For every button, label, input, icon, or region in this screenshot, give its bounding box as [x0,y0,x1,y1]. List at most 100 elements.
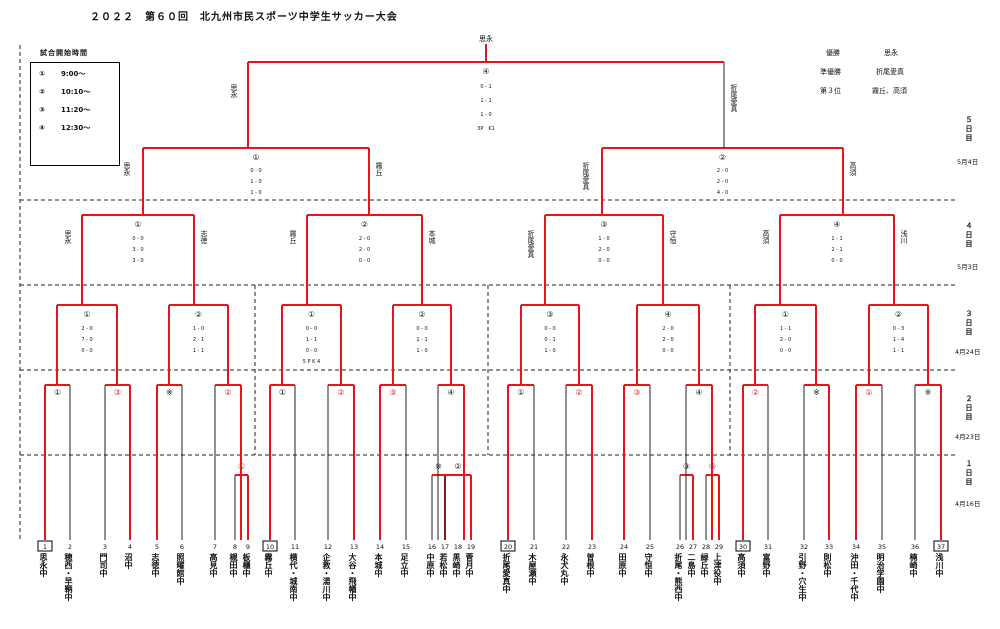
team-name: 照曜館中 [176,553,185,585]
team-name-wrap: 明治学園中 [876,553,885,593]
quarter-left-team-wrap: 霧丘 [289,230,297,244]
day-date: 5月4日 [957,158,979,166]
team-name: 守恒中 [644,553,653,577]
team-number: 24 [620,543,628,551]
round2-mark: ① [865,388,872,397]
round2-mark: ④ [447,388,454,397]
round2-mark: ③ [633,388,640,397]
team-name: 緑丘中 [700,553,709,577]
team-name: 沼中 [124,553,133,569]
semi-left-team-wrap: 思永 [123,162,131,176]
quarter-left-team: 折尾愛真 [527,230,535,258]
team-number: 33 [825,543,833,551]
round3-score: 1 - 1 [306,337,317,343]
semi-score: 2 - 0 [717,179,728,185]
team-name-wrap: 中原中 [426,553,435,577]
team-number: 11 [291,543,299,551]
team-name-wrap: 浅川中 [935,553,944,577]
team-name-wrap: 霧丘中 [264,553,273,577]
round3-mark: ② [895,310,902,319]
team-name-wrap: 足立中 [400,553,409,577]
team-name-wrap: 大谷・飛幡中 [348,553,357,601]
team-name-wrap: 思永中 [39,553,48,577]
team-number: 37 [937,543,945,551]
quarter-left-team: 霧丘 [289,230,297,244]
round3-mark: ① [308,310,315,319]
team-name-wrap: 二島中 [687,553,696,577]
team-name-wrap: 田原中 [618,553,627,577]
team-name: 黒崎中 [452,553,461,577]
team-name: 若松中 [439,553,448,577]
quarter-right-team: 志徳 [200,230,208,244]
team-number: 30 [739,543,747,551]
team-name-wrap: 若松中 [439,553,448,577]
team-number: 2 [68,543,72,551]
team-number: 34 [852,543,860,551]
round3-score: 0 - 0 [81,348,92,354]
team-number: 23 [588,543,596,551]
round3-score: 2 - 1 [193,337,204,343]
round2-mark: ※ [925,388,932,397]
result-value: 思永 [884,49,898,57]
team-number: 12 [324,543,332,551]
round2-mark: ③ [114,388,121,397]
team-name: 霧丘中 [264,553,273,577]
result-value: 霧丘、高須 [872,87,907,95]
round3-score: 1 - 0 [193,326,204,332]
result-label: 第３位 [820,87,841,95]
team-name: 槻田中 [229,553,238,577]
team-name: 企救・湯川中 [322,553,331,601]
round3-score: 0 - 0 [780,348,791,354]
schedule-title: 試合開始時間 [40,49,88,57]
team-number: 25 [646,543,654,551]
round3-mark: ④ [664,310,671,319]
day-label: ５日目 [965,116,973,142]
round3-score: 0 - 0 [306,348,317,354]
round3-score: 0 - 0 [662,348,673,354]
team-name: 高須中 [737,553,746,577]
team-name-wrap: 則松中 [823,553,832,577]
final-right-team: 折尾愛真 [730,84,738,112]
round3-score: 0 - 3 [893,326,904,332]
team-number: 8 [233,543,237,551]
team-name-wrap: 高見中 [209,553,218,577]
round1-mark: ② [454,462,461,471]
team-name: 浅川中 [935,553,944,577]
quarter-score: 3 - 0 [132,258,143,264]
team-name: 中原中 [426,553,435,577]
team-number: 3 [103,543,107,551]
team-number: 9 [246,543,250,551]
quarter-right-team-wrap: 本城 [428,230,436,244]
team-number: 35 [878,543,886,551]
team-name: 楠崎中 [909,553,918,577]
result-label: 優勝 [826,49,840,57]
team-number: 29 [715,543,723,551]
team-name: 足立中 [400,553,409,577]
round3-score: 1 - 1 [893,348,904,354]
round2-mark: ② [575,388,582,397]
team-name-wrap: 永犬丸中 [560,553,569,585]
semi-score: 1 - 0 [250,190,261,196]
team-name: 沖田・千代中 [850,553,859,601]
team-name-wrap: 折尾愛真中 [502,553,511,593]
team-name-wrap: 横代・城南中 [289,553,298,601]
team-name-wrap: 本城中 [374,553,383,577]
team-number: 5 [155,543,159,551]
team-number: 1 [43,543,47,551]
team-name: 菅月中 [465,553,474,577]
quarter-left-team: 思永 [64,230,72,244]
semi-score: 0 - 0 [250,168,261,174]
team-name-wrap: 高須中 [737,553,746,577]
team-name-wrap: 菅月中 [465,553,474,577]
day-label: ３日目 [965,310,973,336]
semi-mark: ① [252,153,259,162]
team-number: 6 [180,543,184,551]
team-name: 則松中 [823,553,832,577]
final-right-team-wrap: 折尾愛真 [730,84,738,112]
team-name: 木屋瀬中 [528,553,537,585]
team-name-wrap: 槻田中 [229,553,238,577]
quarter-left-team-wrap: 思永 [64,230,72,244]
team-number-box [735,540,751,552]
